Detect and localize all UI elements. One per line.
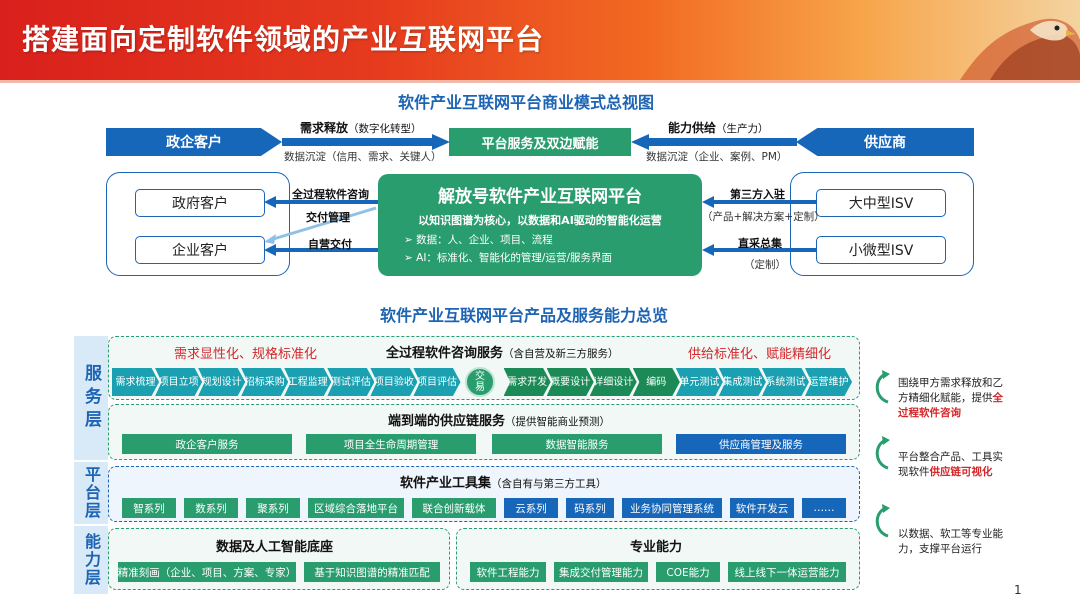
data-ai-title: 数据及人工智能底座 bbox=[216, 540, 334, 555]
toolset-title: 软件产业工具集（含自有与第三方工具） bbox=[400, 476, 607, 491]
large-isv-box: 大中型ISV bbox=[816, 189, 946, 217]
business-model-title: 软件产业互联网平台商业模式总视图 bbox=[398, 93, 655, 112]
direct-purchase-label: 直采总集 bbox=[738, 237, 782, 250]
third-party-label: 第三方入驻 bbox=[730, 188, 785, 201]
curve-arrow-icon bbox=[875, 370, 890, 404]
step-project-approval: 项目立项 bbox=[155, 368, 203, 396]
capability-title: 软件产业互联网平台产品及服务能力总览 bbox=[380, 306, 669, 325]
pro-software-engineering: 软件工程能力 bbox=[470, 562, 546, 582]
step-operation: 运营维护 bbox=[805, 368, 853, 396]
page-number: 1 bbox=[1014, 583, 1022, 597]
tool-code-series: 码系列 bbox=[566, 498, 614, 518]
trade-node: 交 易 bbox=[465, 367, 496, 397]
small-isv-box: 小微型ISV bbox=[816, 236, 946, 264]
tool-regional-platform: 区域综合落地平台 bbox=[308, 498, 404, 518]
demand-data-label: 数据沉淀（信用、需求、关键人） bbox=[284, 151, 442, 163]
supply-label: 能力供给（生产力） bbox=[668, 121, 769, 135]
supply-chain-title: 端到端的供应链服务（提供智能商业预测） bbox=[388, 414, 611, 429]
sc-data-intelligence: 数据智能服务 bbox=[492, 434, 662, 454]
platform-service-box: 平台服务及双边赋能 bbox=[449, 128, 631, 156]
header-banner bbox=[0, 0, 1080, 80]
page-title: 搭建面向定制软件领域的产业互联网平台 bbox=[22, 23, 545, 56]
tool-cloud-series: 云系列 bbox=[504, 498, 558, 518]
pro-online-offline-ops: 线上线下一体运营能力 bbox=[728, 562, 846, 582]
header-divider bbox=[0, 80, 1080, 83]
tool-dev-cloud: 软件开发云 bbox=[730, 498, 794, 518]
data-ai-matching: 基于知识图谱的精准匹配 bbox=[304, 562, 440, 582]
step-integration-test: 集成测试 bbox=[718, 368, 766, 396]
step-acceptance: 项目验收 bbox=[370, 368, 418, 396]
note-supply-chain: 平台整合产品、工具实现软件供应链可视化 bbox=[898, 451, 1003, 478]
platform-panel: 解放号软件产业互联网平台 以知识图谱为核心，以数据和AI驱动的智能化运营 ➢ 数… bbox=[378, 174, 702, 276]
process-steps: 需求梳理 项目立项 规划设计 招标采购 工程监理 测试评估 项目验收 项目评估 … bbox=[112, 367, 853, 397]
data-ai-profiling: 精准刻画（企业、项目、方案、专家） bbox=[118, 562, 296, 582]
trade-slot: 交 易 bbox=[457, 367, 504, 397]
note-consult: 围绕甲方需求释放和乙方精细化赋能，提供全过程软件咨询 bbox=[898, 377, 1003, 419]
step-supervision: 工程监理 bbox=[284, 368, 332, 396]
flow-self-delivery-label: 自营交付 bbox=[308, 238, 352, 251]
supply-arrow-icon bbox=[631, 134, 797, 150]
supplier-arrow: 供应商 bbox=[796, 128, 974, 156]
supply-standard-text: 供给标准化、赋能精细化 bbox=[688, 347, 832, 362]
step-coding: 编码 bbox=[632, 368, 680, 396]
gov-client-box: 政府客户 bbox=[135, 189, 265, 217]
platform-bullet-ai: ➢ AI：标准化、智能化的管理/运营/服务界面 bbox=[404, 252, 612, 264]
tool-zhi-series: 智系列 bbox=[122, 498, 176, 518]
isv-flow-arrows-icon bbox=[702, 196, 816, 256]
step-outline-design: 概要设计 bbox=[546, 368, 594, 396]
pro-coe: COE能力 bbox=[656, 562, 720, 582]
service-layer-label: 服务层 bbox=[74, 336, 108, 460]
tool-more: …… bbox=[802, 498, 846, 518]
flow-delivery-label: 交付管理 bbox=[306, 211, 350, 224]
step-detail-design: 详细设计 bbox=[589, 368, 637, 396]
direct-purchase-note: （定制） bbox=[744, 259, 786, 271]
gov-enterprise-client-arrow: 政企客户 bbox=[106, 128, 282, 156]
sc-gov-enterprise-service: 政企客户服务 bbox=[122, 434, 292, 454]
step-planning-design: 规划设计 bbox=[198, 368, 246, 396]
demand-standard-text: 需求显性化、规格标准化 bbox=[174, 347, 318, 362]
ability-layer-label: 能力层 bbox=[74, 526, 108, 594]
curve-arrow-icon-3 bbox=[875, 504, 890, 538]
flow-consult-label: 全过程软件咨询 bbox=[292, 188, 369, 201]
platform-layer-label: 平台层 bbox=[74, 462, 108, 524]
third-party-note: （产品+解决方案+定制） bbox=[702, 211, 825, 223]
tool-shu-series: 数系列 bbox=[184, 498, 238, 518]
sc-lifecycle-management: 项目全生命周期管理 bbox=[306, 434, 476, 454]
step-req-dev: 需求开发 bbox=[503, 368, 551, 396]
step-project-eval: 项目评估 bbox=[413, 368, 461, 396]
step-unit-test: 单元测试 bbox=[675, 368, 723, 396]
step-system-test: 系统测试 bbox=[761, 368, 809, 396]
consult-service-title: 全过程软件咨询服务（含自营及新三方服务） bbox=[386, 346, 619, 361]
platform-title: 解放号软件产业互联网平台 bbox=[438, 187, 642, 207]
sc-supplier-management: 供应商管理及服务 bbox=[676, 434, 846, 454]
enterprise-client-box: 企业客户 bbox=[135, 236, 265, 264]
tool-collab-system: 业务协同管理系统 bbox=[622, 498, 722, 518]
demand-arrow-icon bbox=[282, 134, 450, 150]
step-requirement-sorting: 需求梳理 bbox=[112, 368, 160, 396]
note-ability: 以数据、软工等专业能力，支撑平台运行 bbox=[898, 528, 1003, 555]
client-flow-arrows-icon bbox=[264, 196, 378, 256]
pro-integration-delivery: 集成交付管理能力 bbox=[554, 562, 648, 582]
platform-subtitle: 以知识图谱为核心，以数据和AI驱动的智能化运营 bbox=[418, 214, 662, 227]
curve-arrow-icon-2 bbox=[875, 436, 890, 470]
tool-ju-series: 聚系列 bbox=[246, 498, 300, 518]
pro-ability-title: 专业能力 bbox=[630, 540, 683, 555]
eagle-logo-icon bbox=[920, 0, 1080, 80]
step-test-eval: 测试评估 bbox=[327, 368, 375, 396]
supply-data-label: 数据沉淀（企业、案例、PM） bbox=[646, 151, 788, 163]
demand-release-label: 需求释放（数字化转型） bbox=[300, 121, 422, 135]
tool-innovation-carrier: 联合创新载体 bbox=[412, 498, 496, 518]
step-bidding: 招标采购 bbox=[241, 368, 289, 396]
platform-bullet-data: ➢ 数据：人、企业、项目、流程 bbox=[404, 234, 553, 246]
